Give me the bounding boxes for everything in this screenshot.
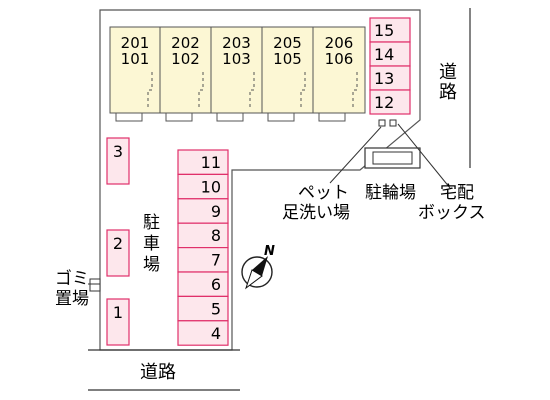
unit-block bbox=[312, 26, 366, 114]
unit-block bbox=[109, 26, 161, 114]
parking-slot-number: 12 bbox=[374, 93, 394, 112]
parking-slot: 8 bbox=[177, 222, 229, 249]
parking-slot-number: 14 bbox=[374, 45, 394, 64]
pet-wash-leader bbox=[329, 126, 382, 184]
unit-lower-number: 105 bbox=[273, 50, 302, 68]
unit-lower-number: 103 bbox=[222, 50, 251, 68]
parking-slot-box bbox=[177, 271, 229, 297]
parking-slot-number: 2 bbox=[113, 234, 123, 253]
road-right-label-1: 道 bbox=[439, 62, 457, 83]
entrance-tab bbox=[267, 112, 295, 122]
unit-block bbox=[210, 26, 263, 114]
pet-wash-box bbox=[378, 119, 386, 127]
parking-slot-box bbox=[177, 173, 229, 200]
parking-center: 11 10 9 8 7 6 5 4 bbox=[177, 149, 229, 346]
parking-slot-box bbox=[177, 320, 229, 346]
entrance-tab bbox=[318, 112, 346, 122]
parking-slot: 3 bbox=[106, 137, 130, 185]
entrance-tab bbox=[115, 112, 143, 122]
unit-upper-number: 202 bbox=[171, 34, 200, 52]
parking-slot: 6 bbox=[177, 271, 229, 297]
parking-slot: 13 bbox=[369, 65, 411, 91]
parking-slot: 14 bbox=[369, 41, 411, 67]
parking-slot-box bbox=[177, 247, 229, 273]
garbage-box bbox=[89, 278, 101, 292]
garbage-label-1: ゴミ bbox=[55, 268, 89, 289]
parking-slot-box bbox=[106, 298, 130, 346]
parking-slot-number: 10 bbox=[201, 177, 221, 196]
parking-slot: 10 bbox=[177, 173, 229, 200]
stair-line bbox=[352, 72, 358, 108]
parking-slot: 12 bbox=[369, 89, 411, 115]
pet-wash-label-1: ペット bbox=[298, 183, 349, 203]
parking-slot-box bbox=[369, 17, 411, 43]
parking-slot: 15 bbox=[369, 17, 411, 43]
parking-slot-number: 4 bbox=[211, 324, 221, 343]
parking-slot-number: 13 bbox=[374, 69, 394, 88]
unit-lower-number: 101 bbox=[121, 50, 150, 68]
road-right-label-2: 路 bbox=[439, 82, 457, 103]
stair-line bbox=[249, 72, 255, 108]
parking-slot: 7 bbox=[177, 247, 229, 273]
stair-line bbox=[300, 72, 306, 108]
compass-icon: N bbox=[241, 244, 275, 290]
delivery-box-marker bbox=[389, 119, 397, 127]
unit-lower-number: 106 bbox=[325, 50, 354, 68]
parking-label-2: 車 bbox=[143, 234, 160, 254]
unit-block bbox=[159, 26, 212, 114]
parking-slot-box bbox=[177, 149, 229, 175]
delivery-leader bbox=[397, 123, 451, 189]
parking-slot-number: 7 bbox=[211, 251, 221, 270]
bicycle-parking-inner bbox=[372, 151, 413, 165]
parking-slot-box bbox=[106, 137, 130, 185]
pet-wash-label-2: 足洗い場 bbox=[282, 203, 350, 223]
parking-slot-number: 9 bbox=[211, 202, 221, 221]
parking-slot: 1 bbox=[106, 298, 130, 346]
compass-n-label: N bbox=[264, 244, 275, 259]
garbage-label-2: 置場 bbox=[55, 289, 89, 309]
delivery-label-2: ボックス bbox=[418, 203, 486, 223]
parking-label-1: 駐 bbox=[143, 213, 160, 233]
parking-slot-number: 3 bbox=[113, 142, 123, 161]
unit-upper-number: 205 bbox=[273, 34, 302, 52]
parking-slot-number: 1 bbox=[113, 303, 123, 322]
entrance-tab bbox=[216, 112, 244, 122]
parking-slot: 4 bbox=[177, 320, 229, 346]
parking-slot: 9 bbox=[177, 198, 229, 224]
parking-slot-box bbox=[106, 229, 130, 277]
bicycle-label: 駐輪場 bbox=[365, 183, 416, 203]
stair-line bbox=[198, 72, 204, 108]
parking-slot: 5 bbox=[177, 295, 229, 322]
parking-slot: 2 bbox=[106, 229, 130, 277]
road-bottom-label: 道路 bbox=[140, 362, 176, 383]
parking-slot-number: 8 bbox=[211, 226, 221, 245]
parking-right: 15 14 13 12 bbox=[369, 17, 411, 115]
parking-left: 3 2 1 bbox=[106, 137, 130, 346]
parking-slot-box bbox=[369, 89, 411, 115]
unit-lower-number: 102 bbox=[171, 50, 200, 68]
parking-slot-box bbox=[369, 65, 411, 91]
parking-slot-number: 15 bbox=[374, 21, 394, 40]
parking-slot-number: 5 bbox=[211, 299, 221, 318]
parking-slot-number: 6 bbox=[211, 275, 221, 294]
delivery-label-1: 宅配 bbox=[440, 183, 474, 203]
parking-label-3: 場 bbox=[143, 255, 160, 275]
unit-upper-number: 203 bbox=[222, 34, 251, 52]
unit-upper-number: 201 bbox=[121, 34, 150, 52]
entrance-tab bbox=[165, 112, 193, 122]
parking-slot-number: 11 bbox=[201, 153, 221, 172]
parking-slot: 11 bbox=[177, 149, 229, 175]
stair-line bbox=[147, 72, 153, 108]
parking-slot-box bbox=[369, 41, 411, 67]
unit-upper-number: 206 bbox=[325, 34, 354, 52]
